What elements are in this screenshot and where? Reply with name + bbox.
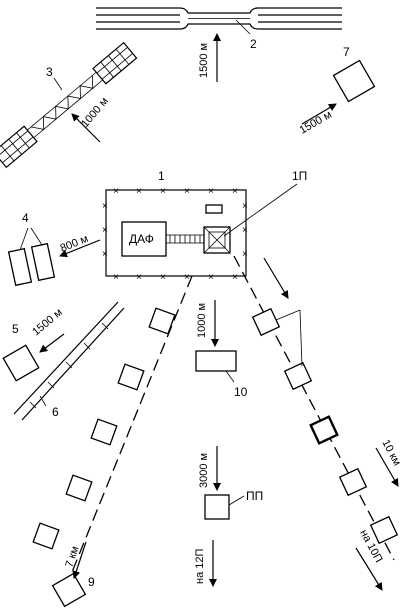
svg-text:×: ×: [208, 272, 214, 283]
label-9: 9: [88, 575, 95, 589]
post-left-4: [65, 474, 93, 502]
post-left-3: [90, 418, 118, 446]
launcher-1p: [203, 226, 231, 254]
leader-4a: [19, 227, 29, 251]
leader-6: [39, 395, 47, 407]
leader-10: [225, 370, 235, 383]
svg-text:×: ×: [160, 186, 166, 197]
svg-text:×: ×: [102, 249, 108, 260]
leader-right-2: [299, 309, 303, 367]
post-right-3: [309, 415, 339, 445]
road-object-6: [13, 301, 125, 421]
arrow-10km: [375, 447, 399, 487]
svg-text:×: ×: [160, 272, 166, 283]
label-6: 6: [52, 405, 59, 419]
route-left: [67, 275, 193, 583]
svg-text:×: ×: [232, 272, 238, 283]
dist-to-3: 1000 м: [79, 95, 111, 130]
route-right: [233, 255, 395, 561]
bridge-object-3: [0, 41, 138, 169]
daf-building: [121, 221, 167, 257]
post-right-5: [369, 515, 399, 545]
leader-4b: [30, 227, 43, 246]
svg-text:×: ×: [242, 225, 248, 236]
connector-ladder: [166, 234, 204, 244]
svg-text:×: ×: [113, 186, 119, 197]
post-right-1: [251, 307, 281, 337]
svg-text:×: ×: [242, 201, 248, 212]
post-left-5: [32, 522, 60, 550]
dist-to-2: 1500 м: [198, 43, 210, 78]
site-1-perimeter: [105, 189, 247, 277]
leader-3: [53, 77, 63, 91]
arrow-to-7: [301, 103, 337, 125]
small-building: [205, 204, 223, 214]
object-5: [2, 344, 40, 382]
post-right-4: [338, 467, 368, 497]
daf-label: ДАФ: [129, 232, 154, 246]
dist-to-5: 1500 м: [30, 307, 65, 339]
arrow-right-top: [263, 257, 289, 299]
svg-text:×: ×: [208, 186, 214, 197]
svg-text:×: ×: [242, 249, 248, 260]
object-9: [51, 572, 87, 608]
svg-text:×: ×: [136, 272, 142, 283]
leader-2: [235, 19, 251, 35]
post-left-2: [117, 363, 145, 391]
label-4: 4: [22, 211, 29, 225]
fence-marks: × × × × × × × × × × × × × × × × × ×: [102, 186, 248, 283]
arrow-to-3: [71, 113, 101, 143]
post-left-1: [148, 307, 176, 335]
dist-to-7: 1500 м: [298, 109, 334, 137]
dist-10km: 10 км: [379, 438, 403, 468]
svg-text:×: ×: [113, 272, 119, 283]
road-object-2: [96, 7, 342, 30]
label-pp: ПП: [246, 489, 263, 503]
leader-right-1: [275, 309, 301, 321]
label-10: 10: [234, 385, 248, 399]
dist-na-12p: на 12П: [194, 549, 206, 584]
object-pp: [204, 494, 230, 520]
arrow-to-5: [39, 333, 65, 353]
label-7: 7: [343, 45, 350, 59]
object-7: [332, 59, 376, 103]
dist-to-10: 1000 м: [196, 303, 208, 338]
label-2: 2: [250, 37, 257, 51]
object-10: [195, 350, 237, 372]
object-4a: [7, 247, 33, 287]
arrow-na-10p: [355, 547, 383, 591]
leader-pp: [228, 495, 245, 506]
leader-1p: [223, 183, 298, 237]
svg-text:×: ×: [102, 201, 108, 212]
object-4b: [30, 242, 56, 282]
label-1p: 1П: [292, 169, 307, 183]
svg-text:×: ×: [136, 186, 142, 197]
arrow-to-9: [72, 541, 87, 579]
arrow-to-4: [59, 239, 101, 258]
label-3: 3: [46, 65, 53, 79]
svg-text:×: ×: [232, 186, 238, 197]
svg-text:×: ×: [184, 272, 190, 283]
post-right-2: [283, 361, 313, 391]
dist-to-pp: 3000 м: [198, 453, 210, 488]
svg-text:×: ×: [102, 225, 108, 236]
label-1: 1: [158, 169, 165, 183]
dist-to-4: 800 м: [59, 233, 90, 255]
svg-text:×: ×: [184, 186, 190, 197]
label-5: 5: [12, 322, 19, 336]
